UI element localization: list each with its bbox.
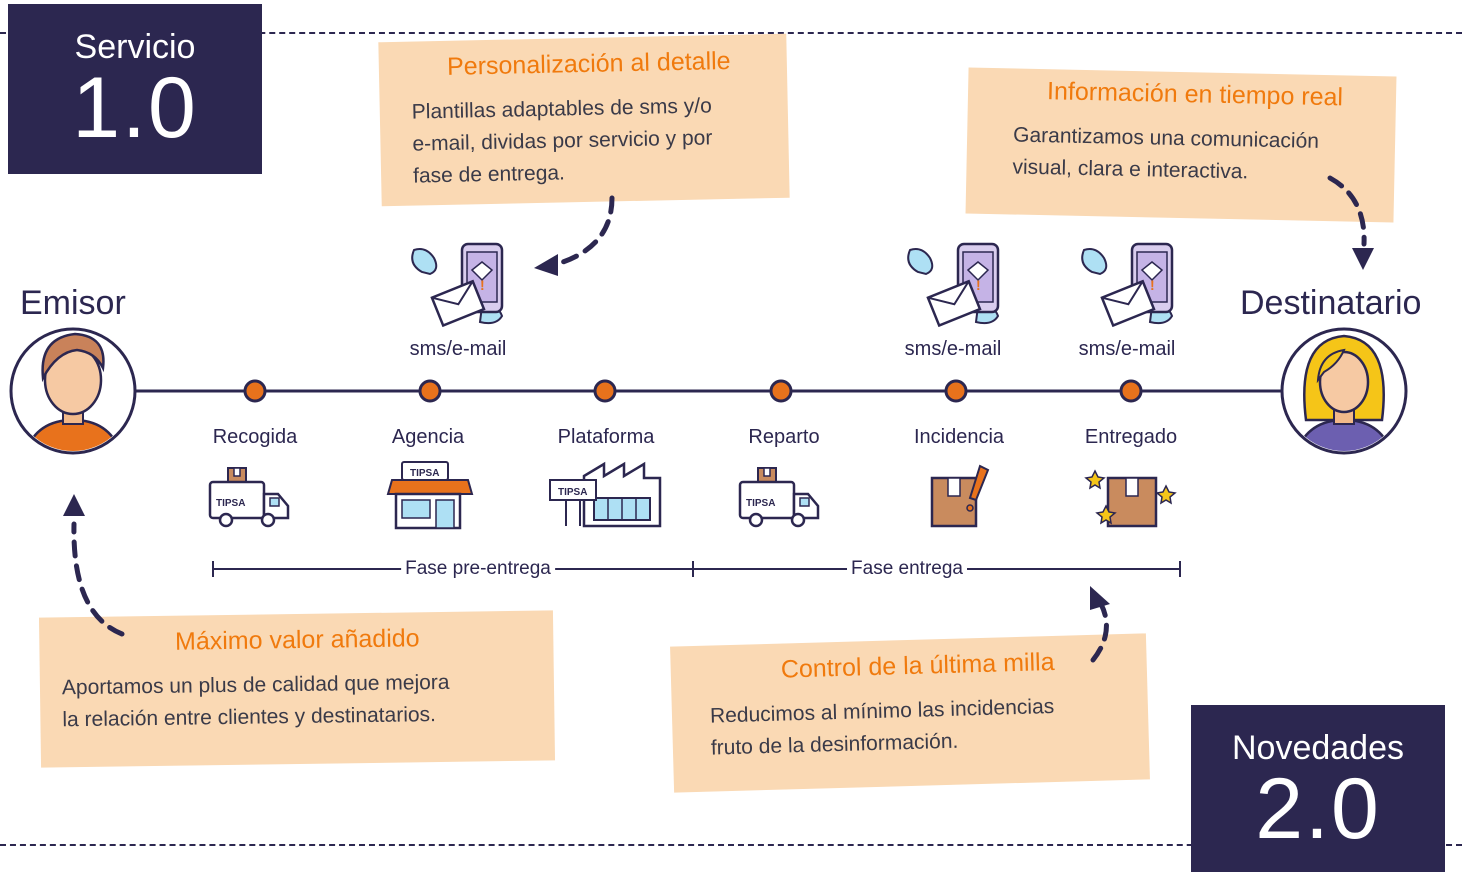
svg-text:TIPSA: TIPSA — [558, 487, 587, 498]
step-label: Recogida — [212, 426, 298, 448]
warehouse-icon: TIPSA — [549, 461, 662, 528]
novedades-badge-title: Novedades — [1231, 729, 1404, 767]
step-label: Plataforma — [557, 426, 655, 448]
notification-label: sms/e-mail — [1078, 338, 1176, 360]
novedades-badge: Novedades 2.0 — [1191, 705, 1445, 872]
bottom-dashed-line — [0, 844, 1462, 846]
arrow-maximo — [71, 521, 125, 637]
step-label: Agencia — [391, 426, 465, 448]
phase-label: Fase pre-entrega — [401, 558, 555, 580]
phase-brackets — [212, 561, 1181, 577]
sender-avatar-icon — [9, 327, 137, 455]
phone-mail-icon — [410, 242, 504, 327]
servicio-badge-title: Servicio — [74, 28, 196, 66]
phone-mail-icon — [906, 242, 1000, 327]
arrow-control — [1090, 601, 1109, 663]
novedades-badge-number: 2.0 — [1255, 761, 1381, 857]
sender-label: Emisor — [20, 284, 126, 322]
svg-text:TIPSA: TIPSA — [410, 468, 439, 479]
servicio-badge-number: 1.0 — [72, 60, 198, 156]
notification-label: sms/e-mail — [904, 338, 1002, 360]
servicio-badge: Servicio 1.0 — [8, 4, 262, 174]
box-alert-icon — [930, 464, 990, 528]
receiver-avatar-icon — [1280, 327, 1408, 455]
step-label: Reparto — [748, 426, 820, 448]
shop-icon: TIPSA — [386, 461, 474, 530]
timeline-nodes — [243, 379, 1143, 403]
box-stars-icon — [1084, 469, 1177, 528]
receiver-label: Destinatario — [1240, 284, 1422, 322]
delivery-van-icon — [208, 466, 290, 528]
top-dashed-line — [0, 32, 1462, 34]
phase-label: Fase entrega — [847, 558, 967, 580]
delivery-van-icon — [738, 466, 820, 528]
arrow-informacion — [1327, 175, 1367, 247]
notification-label: sms/e-mail — [409, 338, 507, 360]
phone-mail-icon — [1080, 242, 1174, 327]
step-label: Incidencia — [913, 426, 1005, 448]
step-label: Entregado — [1084, 426, 1178, 448]
arrow-personalizacion — [547, 195, 615, 269]
